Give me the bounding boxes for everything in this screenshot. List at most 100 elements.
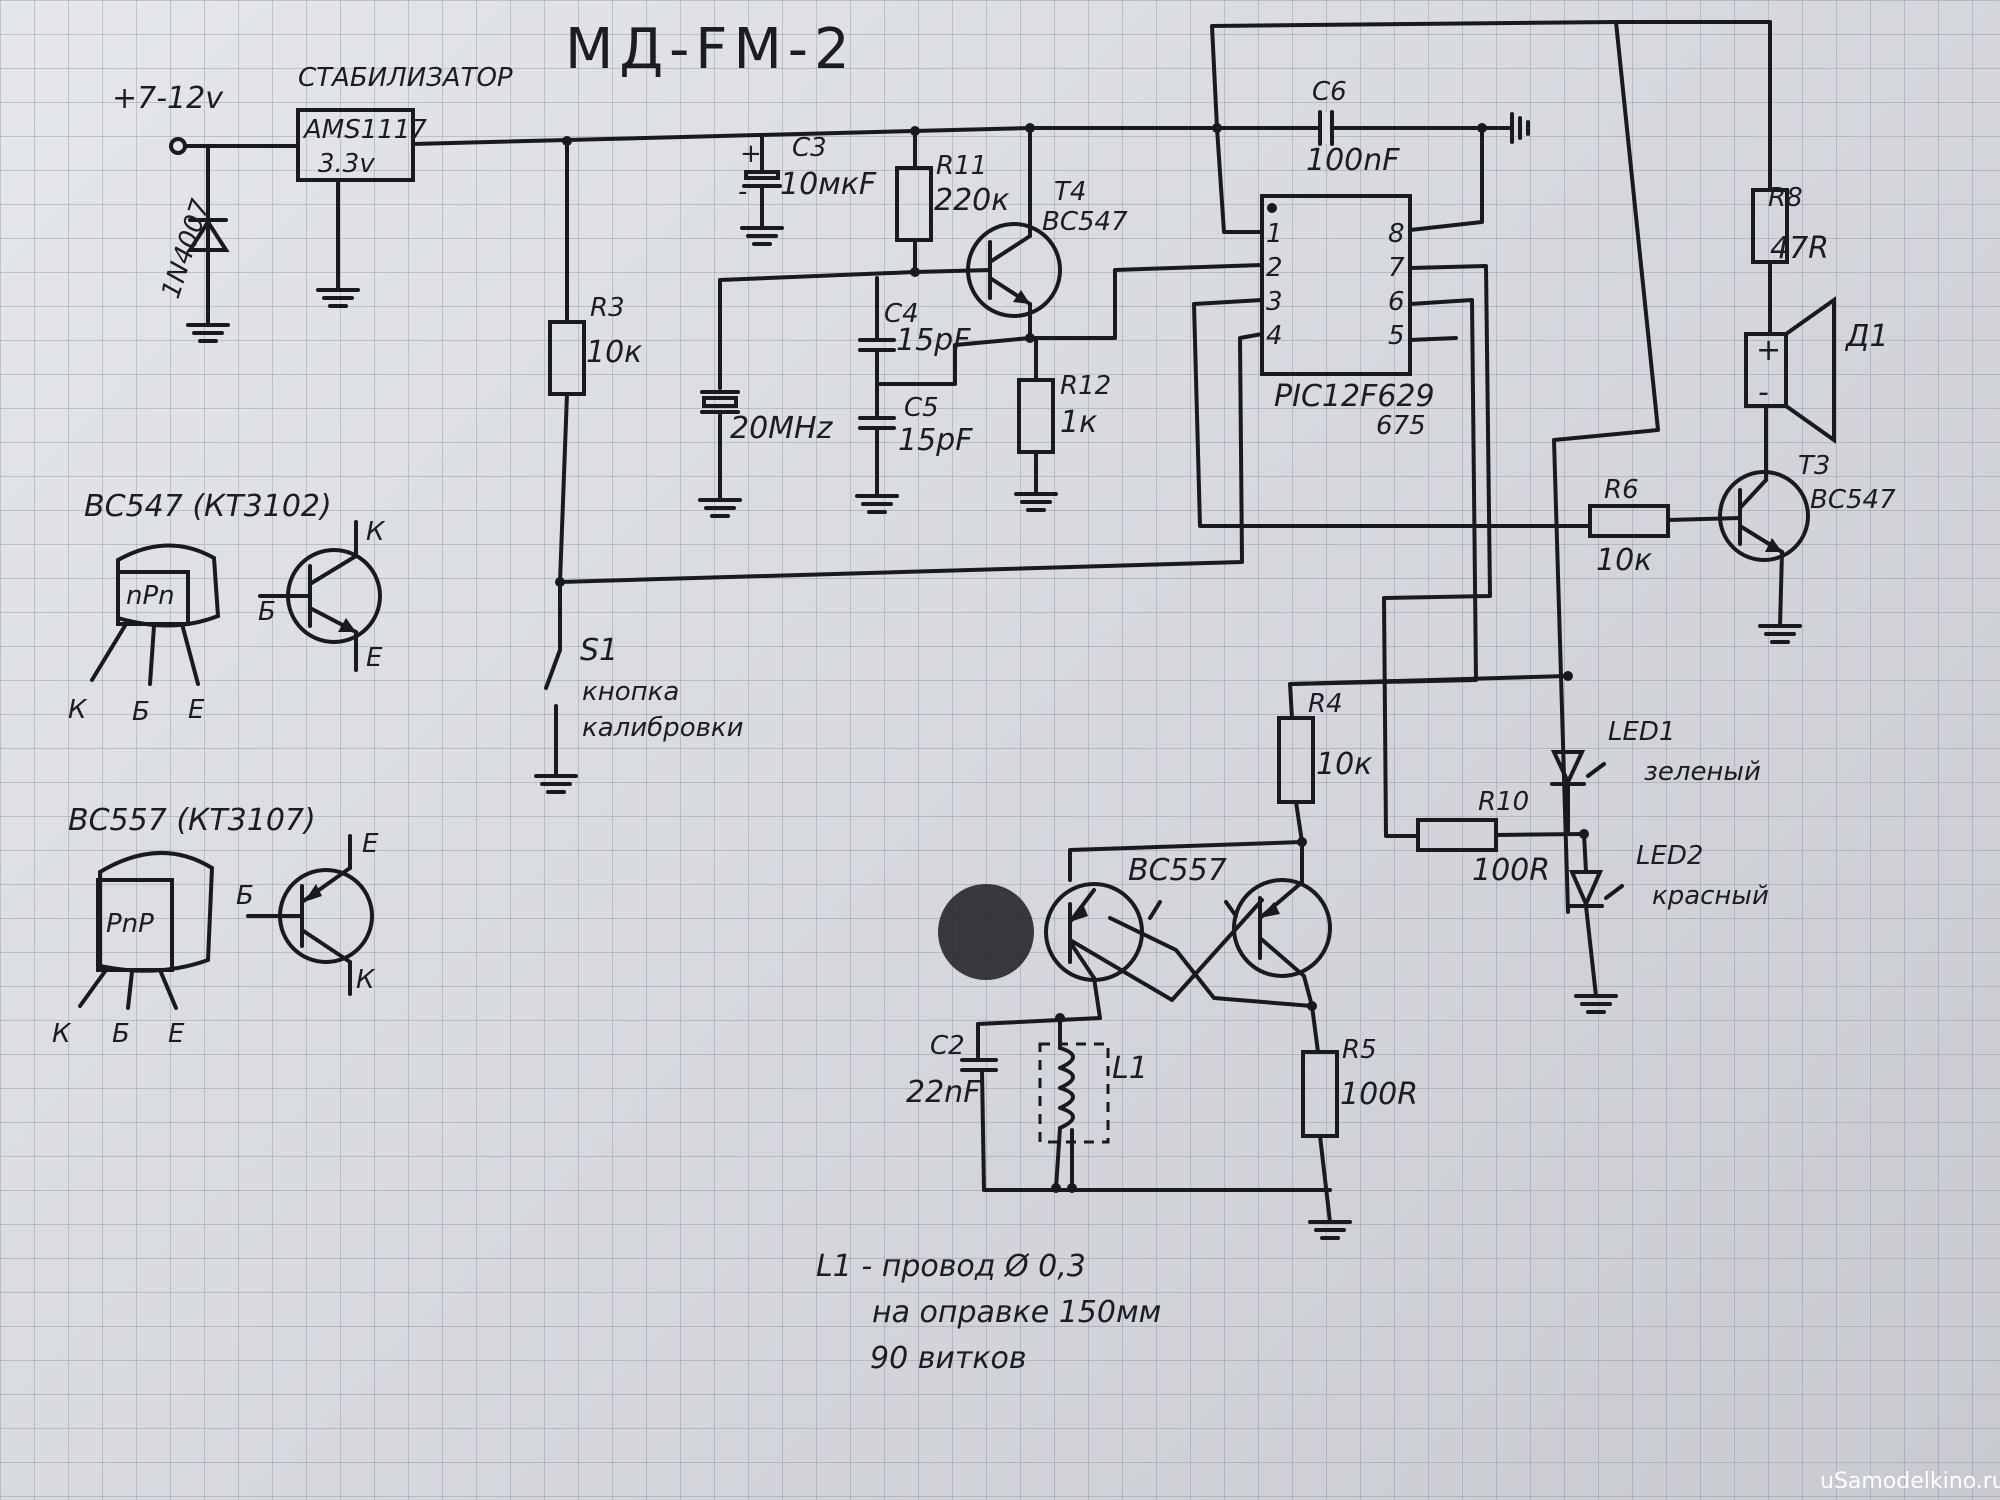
pnp-body-label: PnP	[106, 909, 154, 939]
r5-ref: R5	[1342, 1035, 1377, 1065]
led2-color: красный	[1652, 881, 1769, 911]
resistor-r11: R11 220к	[895, 129, 1009, 277]
speaker-ref: Д1	[1844, 319, 1889, 354]
mcu-label-2: 675	[1376, 411, 1426, 441]
t3-ref: T3	[1798, 451, 1830, 481]
c2-ref: C2	[930, 1031, 965, 1061]
npn-title: BC547 (КТ3102)	[84, 489, 332, 524]
watermark: uSamodelkino.ru	[1820, 1469, 2000, 1494]
capacitor-c2: C2 22nF	[906, 1022, 998, 1192]
svg-text:8: 8	[1388, 219, 1405, 249]
t4-ref: T4	[1054, 177, 1086, 207]
led1: LED1 зеленый	[1550, 717, 1761, 836]
pnp-pin-e: Е	[168, 1019, 185, 1049]
pnp-title: BC557 (КТ3107)	[68, 803, 316, 838]
r4-ref: R4	[1308, 689, 1343, 719]
crystal-oscillator: 20MHz	[698, 390, 834, 518]
svg-text:-: -	[738, 177, 747, 207]
power-input: +7-12v 1N4007	[112, 81, 300, 343]
r4-value: 10к	[1316, 747, 1372, 782]
r6-value: 10к	[1596, 543, 1652, 578]
svg-text:-: -	[1758, 375, 1769, 410]
r12-ref: R12	[1060, 371, 1111, 401]
led1-ref: LED1	[1608, 717, 1675, 747]
inductor-l1: L1	[1038, 1016, 1148, 1190]
c4-ref: C4	[884, 299, 919, 329]
crystal-value: 20MHz	[730, 411, 834, 446]
npn-pinout: BC547 (КТ3102) nPn К Б Е К Б Е	[68, 489, 386, 727]
regulator-output-label: 3.3v	[318, 149, 375, 179]
c3-value: 10мкF	[780, 167, 877, 202]
transistor-t3: T3 BC547	[1718, 451, 1896, 644]
svg-text:1: 1	[1266, 219, 1283, 249]
svg-text:+: +	[740, 139, 762, 169]
resistor-r8: R8 47R	[1751, 183, 1829, 336]
input-terminal	[169, 137, 187, 155]
c6-ref: C6	[1312, 77, 1347, 107]
resistor-r12: R12 1к	[1014, 336, 1111, 512]
regulator-title: СТАБИЛИЗАТОР	[298, 63, 513, 93]
svg-text:6: 6	[1388, 287, 1405, 317]
capacitor-c5: C5 15pF	[855, 382, 973, 514]
transistor-t4: T4 BC547	[966, 129, 1128, 340]
r8-value: 47R	[1770, 231, 1829, 266]
l1-ref: L1	[1112, 1051, 1148, 1086]
pnp-symbol-e: Е	[362, 829, 379, 859]
r10-ref: R10	[1478, 787, 1529, 817]
c4-value: 15pF	[896, 323, 971, 358]
pnp-pin-k: К	[52, 1019, 72, 1049]
npn-symbol-b: Б	[258, 597, 276, 627]
npn-pin-k: К	[68, 695, 88, 725]
c3-ref: C3	[792, 133, 827, 163]
protection-diode	[186, 218, 230, 252]
r3-value: 10к	[586, 335, 642, 370]
c5-ref: C5	[904, 393, 939, 423]
npn-symbol-e: Е	[366, 643, 383, 673]
pnp-symbol-k: К	[356, 965, 376, 995]
r6-ref: R6	[1604, 475, 1639, 505]
capacitor-c3: + - C3 10мкF	[738, 133, 877, 246]
r12-value: 1к	[1060, 405, 1097, 440]
schematic-title: МД-FM-2	[565, 17, 856, 82]
capacitor-c4: C4 15pF	[858, 276, 971, 386]
led2: LED2 красный	[1568, 832, 1769, 1014]
svg-text:7: 7	[1388, 253, 1405, 283]
npn-body-label: nPn	[126, 581, 175, 611]
note-line-1: L1 - провод Ø 0,3	[816, 1249, 1086, 1284]
c5-value: 15pF	[898, 423, 973, 458]
pnp-symbol-b: Б	[236, 881, 254, 911]
c2-value: 22nF	[906, 1075, 981, 1110]
r8-ref: R8	[1768, 183, 1803, 213]
svg-text:5: 5	[1388, 321, 1405, 351]
s1-label-2: калибровки	[582, 713, 744, 743]
led1-color: зеленый	[1644, 757, 1761, 787]
pnp-pin-b: Б	[112, 1019, 130, 1049]
resistor-r5: R5 100R	[1301, 1004, 1418, 1240]
r5-value: 100R	[1340, 1077, 1418, 1112]
pnp-pinout: BC557 (КТ3107) PnP К Б Е Е Б К	[52, 803, 379, 1049]
microcontroller: 1 2 3 4 8 7 6 5 PIC12F629 675	[1260, 194, 1435, 441]
t3-type: BC547	[1810, 485, 1896, 515]
r10-value: 100R	[1472, 853, 1550, 888]
resistor-r10: R10 100R	[1416, 787, 1586, 888]
supply-voltage-label: +7-12v	[112, 81, 224, 116]
s1-label-1: кнопка	[582, 677, 679, 707]
voltage-regulator: СТАБИЛИЗАТОР AMS1117 3.3v	[296, 63, 513, 308]
resistor-r3: R3 10к	[548, 139, 642, 584]
note-line-3: 90 витков	[870, 1341, 1027, 1376]
t4-type: BC547	[1042, 207, 1128, 237]
oscillator-type: BC557	[1128, 853, 1227, 888]
ink-blot	[938, 884, 1034, 980]
r11-value: 220к	[934, 183, 1009, 218]
oscillator-transistor-right	[1232, 878, 1332, 1008]
resistor-r4: R4 10к	[1277, 689, 1372, 847]
npn-symbol-k: К	[366, 517, 386, 547]
svg-text:2: 2	[1266, 253, 1283, 283]
coil-notes: L1 - провод Ø 0,3 на оправке 150мм 90 ви…	[816, 1249, 1161, 1376]
c6-value: 100nF	[1306, 143, 1400, 178]
led2-ref: LED2	[1636, 841, 1703, 871]
oscillator-transistor-left	[1044, 882, 1144, 1020]
capacitor-c6: C6 100nF	[1028, 77, 1530, 178]
